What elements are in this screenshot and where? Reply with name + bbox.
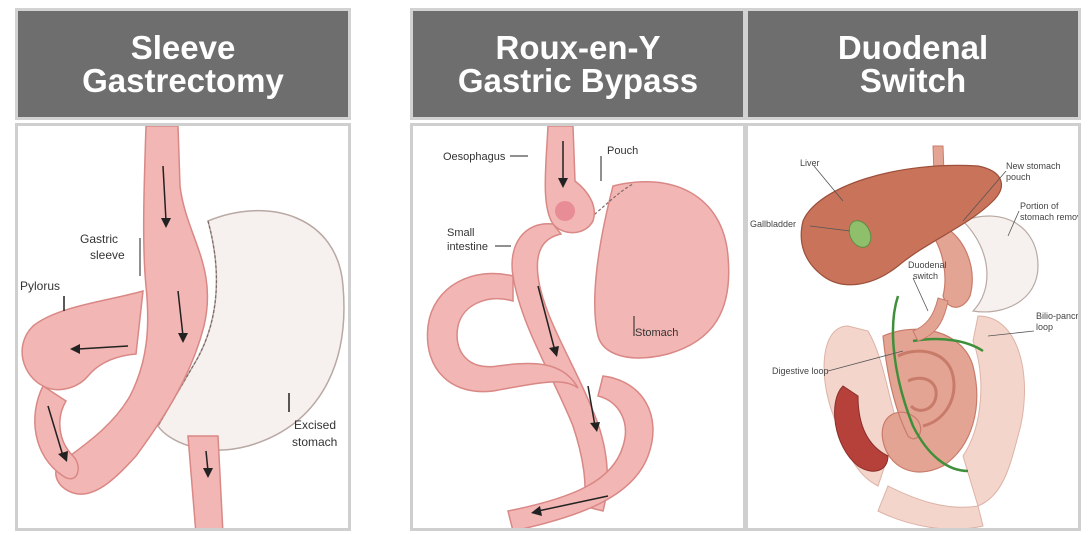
illustration-card: Liver New stomach pouch Portion of stoma… (745, 123, 1081, 531)
gastric-bypass-illustration: Oesophagus Pouch Small intestine Stomach (413, 126, 746, 531)
panel-header: Roux-en-Y Gastric Bypass (410, 8, 746, 120)
panel-duodenal-switch: Duodenal Switch (745, 8, 1085, 532)
panel-header: Duodenal Switch (745, 8, 1081, 120)
label-biliopancreatic-2: loop (1036, 322, 1053, 332)
label-excised-1: Excised (294, 418, 336, 432)
label-stomach: Stomach (635, 327, 678, 339)
label-small-intestine-1: Small (447, 227, 475, 239)
label-liver: Liver (800, 158, 820, 168)
pouch-shape (555, 201, 575, 221)
label-duodenal-switch-2: switch (913, 271, 938, 281)
panel-title-line1: Sleeve (131, 31, 236, 64)
label-gastric-sleeve-2: sleeve (90, 248, 125, 262)
label-biliopancreatic-1: Bilio-pancreatic (1036, 311, 1081, 321)
duodenal-switch-illustration: Liver New stomach pouch Portion of stoma… (748, 126, 1081, 531)
label-gastric-sleeve-1: Gastric (80, 232, 118, 246)
label-duodenal-switch-1: Duodenal (908, 260, 947, 270)
label-pylorus: Pylorus (20, 279, 60, 293)
panel-title-line2: Gastrectomy (82, 64, 284, 97)
removed-stomach-shape (963, 216, 1038, 312)
label-pouch: Pouch (607, 145, 638, 157)
label-small-intestine-2: intestine (447, 241, 488, 253)
label-gallbladder: Gallbladder (750, 219, 796, 229)
sleeve-gastrectomy-illustration: Gastric sleeve Pylorus Excised stomach (18, 126, 351, 531)
label-excised-2: stomach (292, 435, 337, 449)
panel-title-line1: Duodenal (838, 31, 988, 64)
label-portion-removed-2: stomach removed (1020, 212, 1081, 222)
label-portion-removed-1: Portion of (1020, 201, 1059, 211)
illustration-card: Gastric sleeve Pylorus Excised stomach (15, 123, 351, 531)
colon-bottom-shape (878, 486, 983, 529)
label-oesophagus: Oesophagus (443, 151, 506, 163)
panel-title-line2: Gastric Bypass (458, 64, 698, 97)
label-digestive-loop: Digestive loop (772, 366, 829, 376)
duodenum-shape (22, 291, 143, 390)
panel-title-line2: Switch (860, 64, 966, 97)
outflow-tube-shape (188, 436, 223, 531)
panel-title-line1: Roux-en-Y (496, 31, 661, 64)
label-new-pouch-1: New stomach (1006, 161, 1061, 171)
panel-roux-en-y-gastric-bypass: Roux-en-Y Gastric Bypass (410, 8, 750, 532)
label-new-pouch-2: pouch (1006, 172, 1031, 182)
panel-sleeve-gastrectomy: Sleeve Gastrectomy (15, 8, 355, 532)
panel-header: Sleeve Gastrectomy (15, 8, 351, 120)
illustration-card: Oesophagus Pouch Small intestine Stomach (410, 123, 746, 531)
